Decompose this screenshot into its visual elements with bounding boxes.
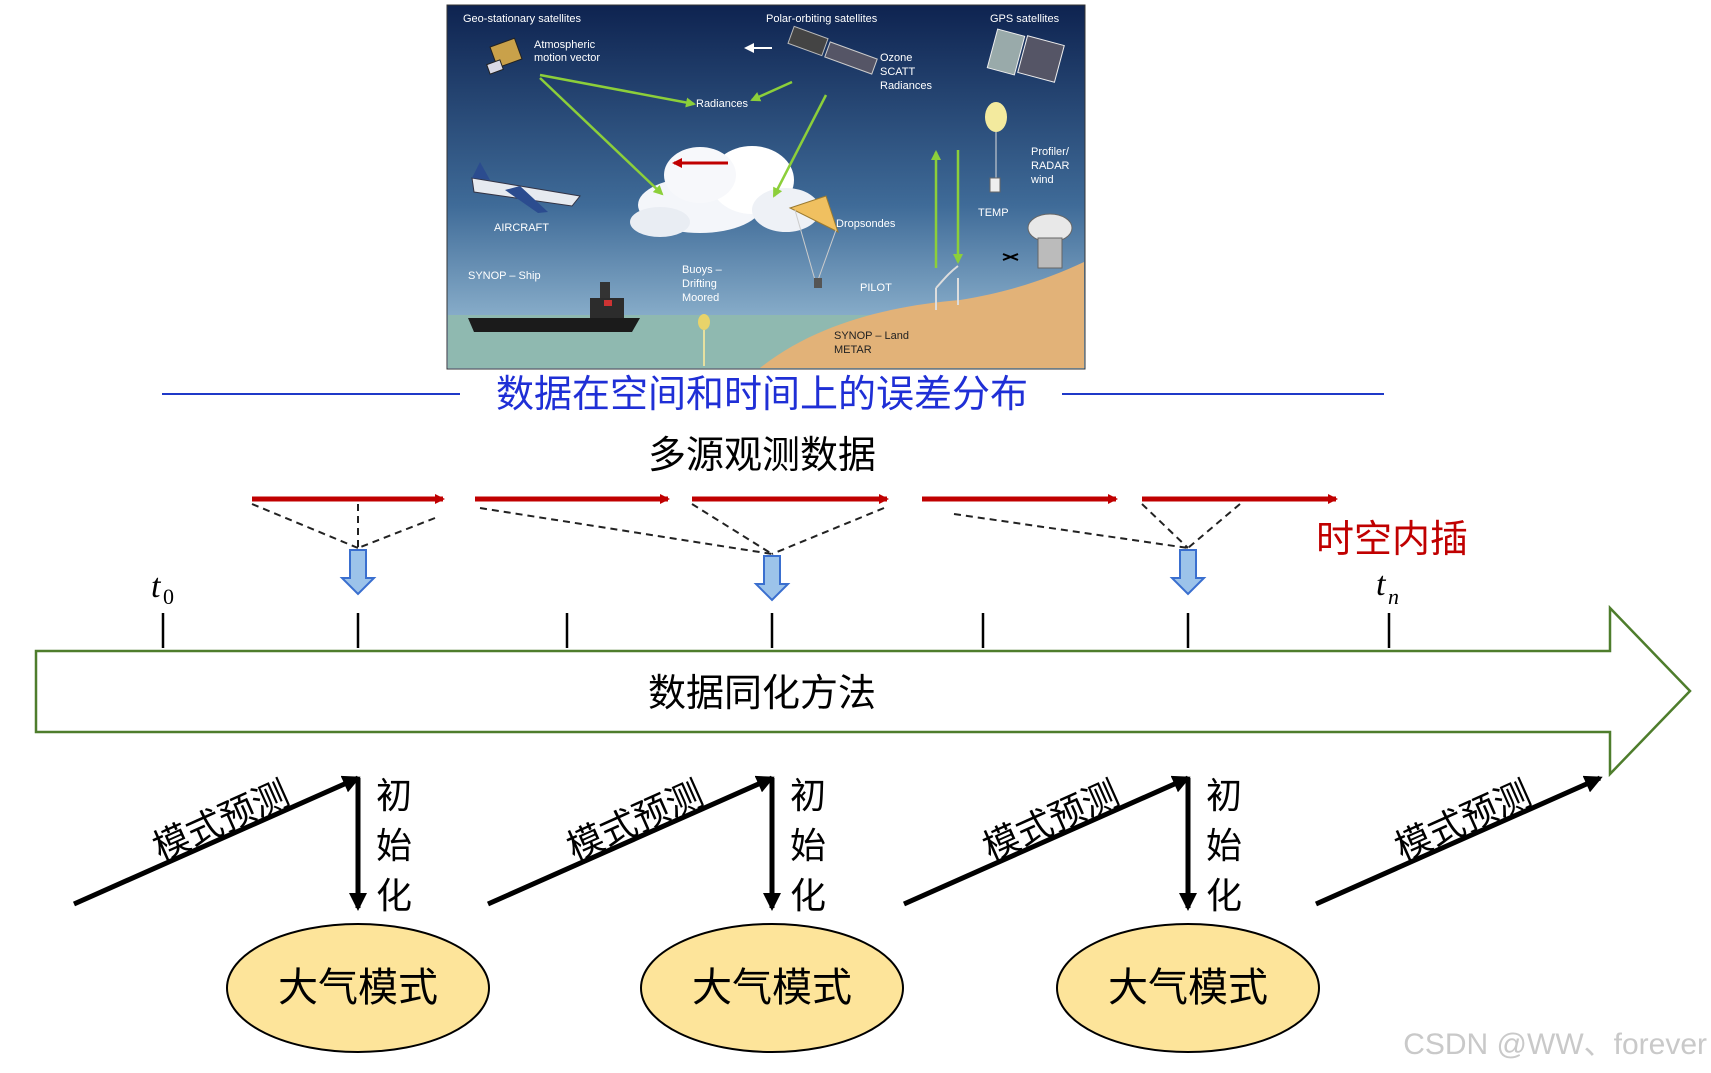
radiances-label-right: Radiances: [880, 80, 932, 92]
tn-base: t: [1376, 566, 1387, 603]
pilot-label: PILOT: [860, 282, 892, 294]
temp-label: TEMP: [978, 207, 1009, 219]
interpolation-lines: [251, 503, 1241, 555]
down-arrow-icon: [339, 549, 377, 596]
observation-arrows: [539, 73, 963, 268]
error-distribution-header: 数据在空间和时间上的误差分布: [162, 372, 1384, 416]
forecast-label: 模式预测: [147, 773, 295, 869]
atmospheric-model-label: 大气模式: [1108, 965, 1268, 1011]
forecast-arrow: [1314, 775, 1603, 907]
initialization-char: 化: [1206, 876, 1242, 917]
initialization-char: 始: [1206, 826, 1242, 867]
down-arrow-icon: [753, 555, 791, 602]
forecast-label: 模式预测: [561, 773, 709, 869]
down-arrow-icon: [1169, 549, 1207, 596]
buoy-icon: [698, 314, 710, 366]
aircraft-label: AIRCRAFT: [494, 222, 549, 234]
forecast-label: 模式预测: [977, 773, 1125, 869]
profiler-label-1: Profiler/: [1031, 146, 1070, 158]
forecast-label: 模式预测: [1389, 773, 1537, 869]
time-label-t0: t 0: [151, 568, 174, 609]
atmospheric-model-node: [640, 923, 904, 1053]
interpolation-label: 时空内插: [1316, 517, 1468, 561]
timeline-arrow: [34, 604, 1692, 778]
amv-label-2: motion vector: [534, 52, 600, 64]
initialization-char: 初: [790, 776, 826, 817]
gps-satellite-icon: [986, 28, 1065, 83]
atmospheric-model-label: 大气模式: [278, 965, 438, 1011]
radar-icon: [1002, 213, 1073, 269]
forecast-arrow: [72, 775, 361, 907]
timeline-ticks: [161, 613, 1391, 648]
profiler-label-3: wind: [1030, 174, 1054, 186]
error-title: 数据在空间和时间上的误差分布: [496, 372, 1028, 416]
method-label: 数据同化方法: [648, 671, 876, 715]
dropsonde-icon: [788, 195, 839, 288]
assimilation-down-arrows: [339, 549, 1207, 602]
atmospheric-model-node: [226, 923, 490, 1053]
buoys-label-1: Buoys –: [682, 264, 723, 276]
pilot-station-icon: [935, 265, 959, 310]
metar-label: METAR: [834, 344, 872, 356]
balloon-icon: [985, 102, 1007, 193]
observation-panel: Geo-stationary satellites Polar-orbiting…: [446, 4, 1086, 370]
multi-source-label: 多源观测数据: [648, 433, 876, 477]
initialization-char: 始: [376, 826, 412, 867]
forecast-arrow: [486, 775, 775, 907]
ship-icon: [468, 282, 640, 332]
initialization-char: 初: [376, 776, 412, 817]
watermark: CSDN @WW、forever: [1403, 1028, 1707, 1061]
buoys-label-2: Drifting: [682, 278, 717, 290]
t0-sub: 0: [163, 584, 174, 609]
geo-satellite-icon: [486, 37, 523, 75]
dropsondes-label: Dropsondes: [836, 218, 896, 230]
radiances-label-center: Radiances: [696, 98, 748, 110]
tn-sub: n: [1388, 584, 1399, 609]
t0-base: t: [151, 568, 162, 605]
synop-land-label: SYNOP – Land: [834, 330, 909, 342]
atmospheric-model-node: [1056, 923, 1320, 1053]
initialization-char: 始: [790, 826, 826, 867]
aircraft-icon: [471, 162, 581, 213]
polar-satellite-icon: [787, 25, 878, 75]
amv-label-1: Atmospheric: [534, 39, 596, 51]
cloud-icon: [630, 146, 820, 237]
initialization-char: 初: [1206, 776, 1242, 817]
forecast-arrow: [902, 775, 1191, 907]
atmospheric-model-label: 大气模式: [692, 965, 852, 1011]
time-label-tn: t n: [1376, 566, 1399, 609]
buoys-label-3: Moored: [682, 292, 719, 304]
model-cycles: 模式预测初始化大气模式模式预测初始化大气模式模式预测初始化大气模式模式预测: [72, 773, 1603, 1053]
initialization-char: 化: [376, 876, 412, 917]
profiler-label-2: RADAR: [1031, 160, 1070, 172]
gps-sat-label: GPS satellites: [990, 13, 1060, 25]
synop-ship-label: SYNOP – Ship: [468, 270, 541, 282]
land: [760, 262, 1084, 368]
scatt-label: SCATT: [880, 66, 916, 78]
polar-sat-label: Polar-orbiting satellites: [766, 13, 878, 25]
geo-sat-label: Geo-stationary satellites: [463, 13, 581, 25]
ozone-label: Ozone: [880, 52, 912, 64]
initialization-char: 化: [790, 876, 826, 917]
